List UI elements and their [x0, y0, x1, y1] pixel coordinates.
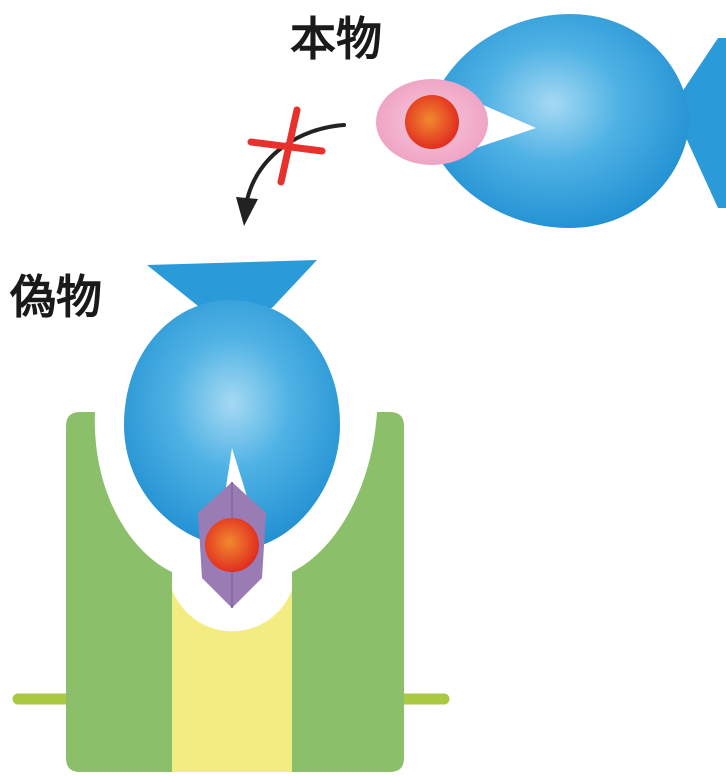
receptor-channel — [172, 590, 292, 772]
fake-ligand — [198, 482, 266, 608]
receptor — [12, 412, 450, 772]
genuine-fish — [440, 14, 726, 228]
fake-core — [205, 518, 259, 572]
genuine-label: 本物 — [290, 12, 382, 66]
cross-mark-icon — [247, 106, 326, 186]
fake-fish — [124, 260, 340, 545]
genuine-ligand — [376, 79, 488, 165]
genuine-fish-tail — [672, 38, 726, 208]
receptor-body — [66, 412, 404, 772]
genuine-core — [405, 95, 459, 149]
fake-fish-body — [124, 300, 340, 545]
fake-fish-tail — [147, 260, 317, 310]
fake-label: 偽物 — [10, 270, 102, 324]
genuine-fish-body — [440, 14, 690, 228]
